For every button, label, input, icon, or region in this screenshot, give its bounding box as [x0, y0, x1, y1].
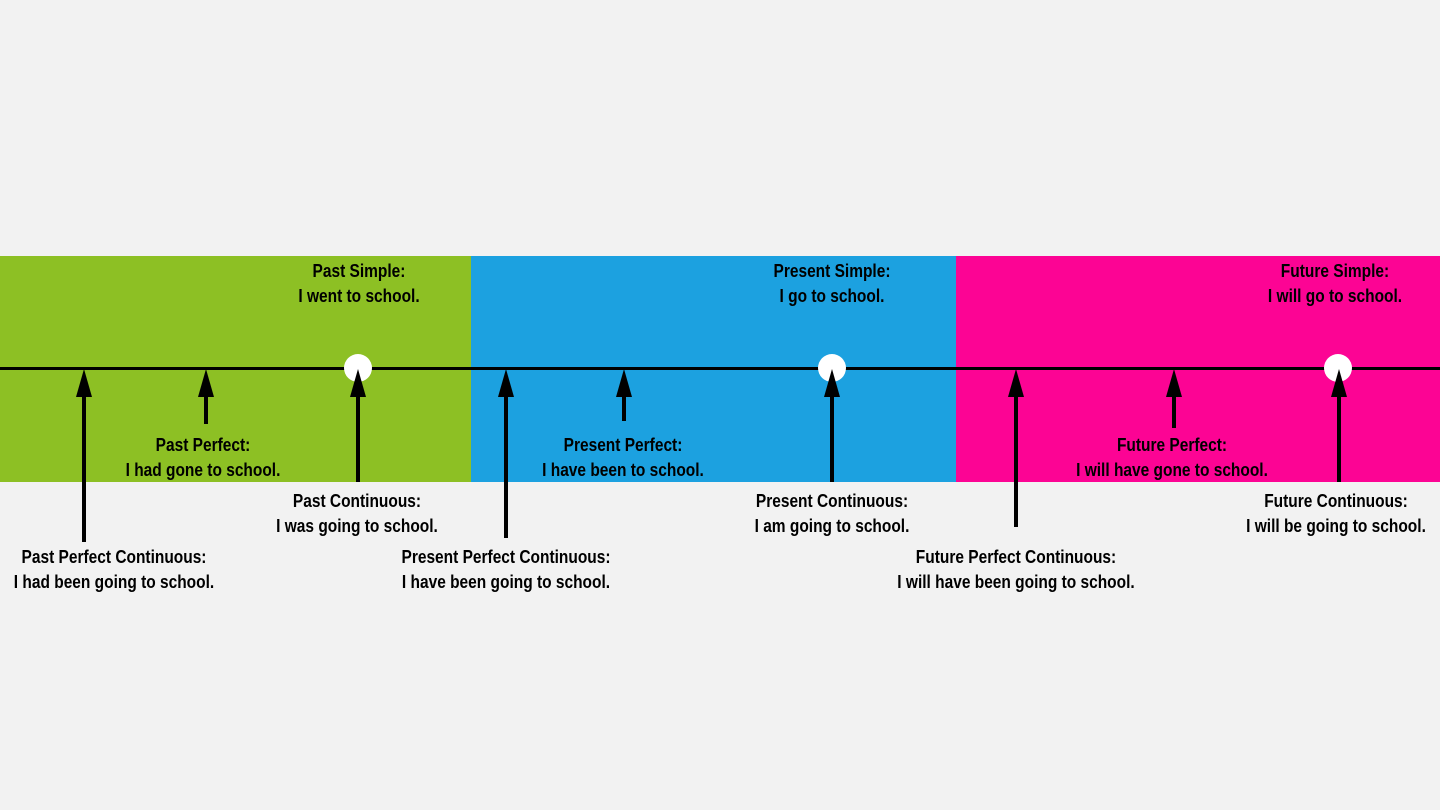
past-perfect-example: I had gone to school.: [125, 460, 281, 480]
present-simple-example: I go to school.: [779, 286, 885, 306]
future-perfect-continuous-arrow: [1004, 369, 1028, 527]
past-continuous-label: Past Continuous: I was going to school.: [263, 489, 451, 539]
past-perfect-label: Past Perfect: I had gone to school.: [113, 433, 293, 483]
future-perfect-title: Future Perfect:: [1116, 435, 1228, 455]
present-continuous-example: I am going to school.: [754, 516, 910, 536]
present-perfect-example: I have been to school.: [542, 460, 704, 480]
past-perfect-continuous-title: Past Perfect Continuous:: [21, 547, 207, 567]
past-continuous-title: Past Continuous:: [292, 491, 422, 511]
future-simple-label: Future Simple: I will go to school.: [1257, 259, 1413, 309]
present-perfect-continuous-title: Present Perfect Continuous:: [401, 547, 611, 567]
future-continuous-example: I will be going to school.: [1246, 516, 1426, 536]
present-continuous-title: Present Continuous:: [755, 491, 909, 511]
future-simple-example: I will go to school.: [1267, 286, 1403, 306]
future-perfect-arrow: [1162, 369, 1186, 428]
present-perfect-continuous-arrow: [494, 369, 518, 538]
past-perfect-continuous-example: I had been going to school.: [13, 572, 215, 592]
past-perfect-continuous-label: Past Perfect Continuous: I had been goin…: [0, 545, 231, 595]
past-simple-example: I went to school.: [298, 286, 420, 306]
present-perfect-title: Present Perfect:: [563, 435, 683, 455]
past-simple-label: Past Simple: I went to school.: [288, 259, 429, 309]
future-simple-title: Future Simple:: [1280, 261, 1390, 281]
present-simple-label: Present Simple: I go to school.: [764, 259, 900, 309]
present-perfect-arrow: [612, 369, 636, 421]
future-continuous-arrow: [1327, 369, 1351, 482]
present-continuous-arrow: [820, 369, 844, 482]
past-continuous-example: I was going to school.: [276, 516, 438, 536]
past-perfect-arrow: [194, 369, 218, 424]
future-perfect-continuous-title: Future Perfect Continuous:: [915, 547, 1117, 567]
present-simple-title: Present Simple:: [773, 261, 891, 281]
future-perfect-continuous-example: I will have been going to school.: [897, 572, 1135, 592]
present-continuous-label: Present Continuous: I am going to school…: [742, 489, 922, 539]
past-simple-title: Past Simple:: [312, 261, 406, 281]
present-perfect-continuous-example: I have been going to school.: [401, 572, 611, 592]
future-continuous-label: Future Continuous: I will be going to sc…: [1232, 489, 1440, 539]
future-continuous-title: Future Continuous:: [1264, 491, 1408, 511]
future-perfect-label: Future Perfect: I will have gone to scho…: [1060, 433, 1283, 483]
past-perfect-title: Past Perfect:: [155, 435, 251, 455]
future-perfect-example: I will have gone to school.: [1076, 460, 1268, 480]
past-continuous-arrow: [346, 369, 370, 482]
present-perfect-continuous-label: Present Perfect Continuous: I have been …: [384, 545, 627, 595]
future-perfect-continuous-label: Future Perfect Continuous: I will have b…: [878, 545, 1154, 595]
past-perfect-continuous-arrow: [72, 369, 96, 542]
timeline-line: [0, 367, 1440, 370]
present-perfect-label: Present Perfect: I have been to school.: [529, 433, 717, 483]
